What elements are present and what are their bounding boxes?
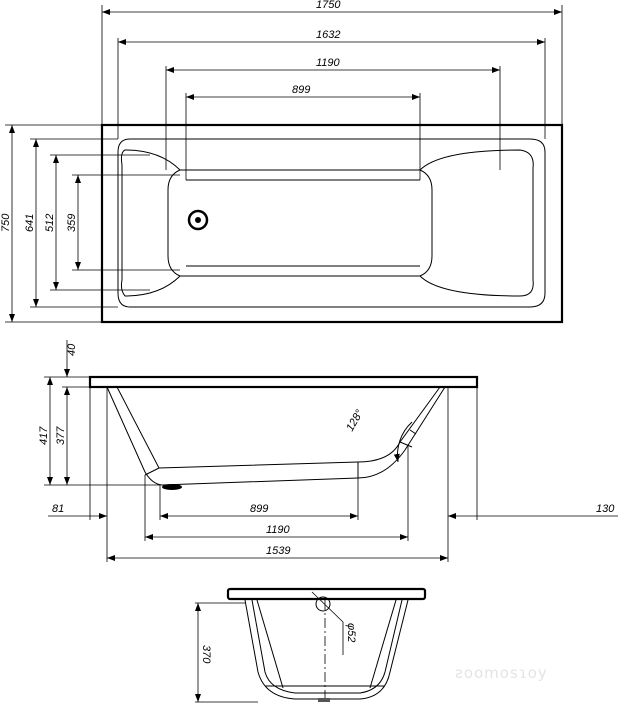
tub-outer-profile <box>106 386 446 486</box>
drain-icon <box>318 698 330 702</box>
overflow-hole-icon <box>315 596 331 612</box>
dim-1632: 1632 <box>316 29 340 41</box>
angle-128: 128° <box>344 407 366 433</box>
dim-370: 370 <box>200 645 212 664</box>
basin-edge <box>120 149 534 297</box>
basin-bottom <box>167 169 433 277</box>
tub-outer-end <box>244 599 409 700</box>
tub-inner-end <box>251 599 403 694</box>
end-view: φ52 370 <box>195 587 427 703</box>
dim-81: 81 <box>52 503 64 515</box>
tub-outline-top <box>100 123 564 324</box>
drain-center <box>195 217 201 223</box>
side-view: 128° 40 417 377 81 899 1190 1539 130 <box>38 340 618 562</box>
dim-1190: 1190 <box>316 57 341 69</box>
dim-417: 417 <box>38 426 50 445</box>
dim-899-side: 899 <box>250 503 268 515</box>
dim-899: 899 <box>292 84 310 96</box>
extension-lines <box>5 124 180 323</box>
dim-40: 40 <box>66 343 78 356</box>
rim-inner-edge <box>117 138 546 308</box>
rim-side <box>88 375 479 389</box>
drain-icon <box>162 484 182 490</box>
top-view: 1750 1632 1190 899 750 641 512 359 <box>0 0 564 324</box>
dim-641: 641 <box>24 214 36 232</box>
dim-359: 359 <box>66 214 78 232</box>
dim-377: 377 <box>55 426 67 445</box>
tub-inner-profile <box>116 386 441 469</box>
watermark: ƨoomosɿoy <box>455 664 548 682</box>
dim-1750: 1750 <box>316 0 341 11</box>
dim-phi52: φ52 <box>345 623 357 642</box>
leader-line <box>311 591 344 655</box>
dim-130: 130 <box>596 503 615 515</box>
extension-lines <box>101 5 563 180</box>
extension-lines <box>195 602 258 703</box>
profile-details <box>144 429 417 478</box>
dim-512: 512 <box>44 214 56 232</box>
dim-1190-side: 1190 <box>266 524 291 536</box>
dim-1539: 1539 <box>266 545 290 557</box>
dim-750: 750 <box>0 213 12 232</box>
rim-end <box>226 587 427 601</box>
angle-arc <box>393 421 413 463</box>
extension-lines <box>44 376 478 562</box>
